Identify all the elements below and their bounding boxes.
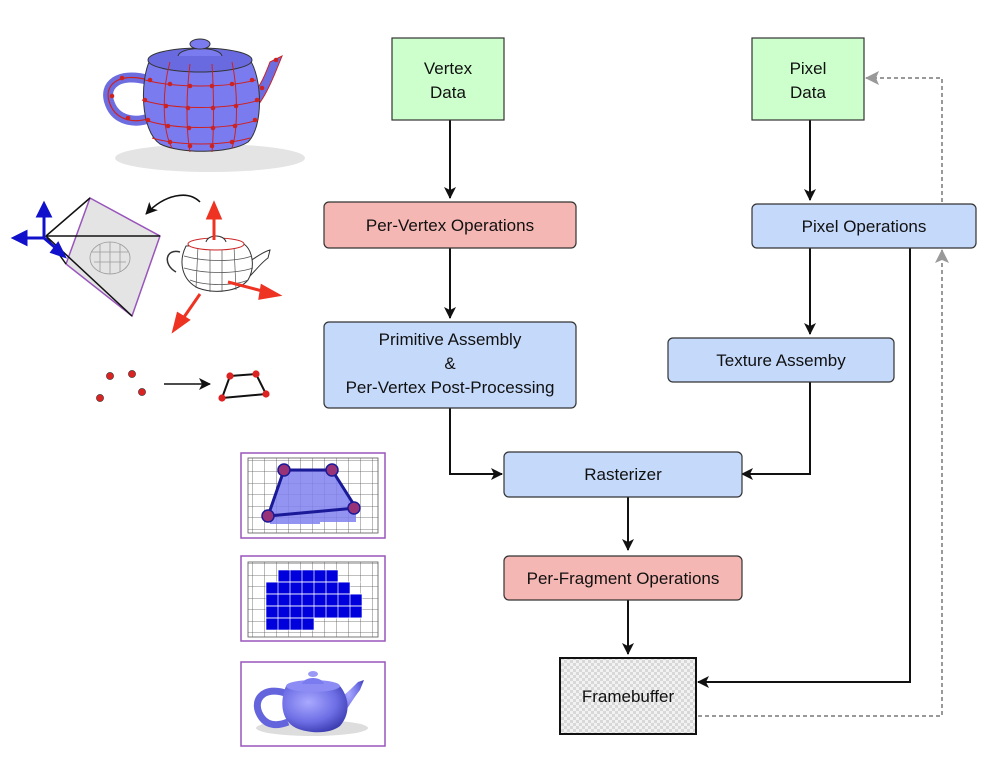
pixel-data-label-2: Data xyxy=(790,83,826,102)
pixel-operations-label: Pixel Operations xyxy=(802,217,927,236)
points-to-quad-icon xyxy=(96,370,270,402)
per-vertex-operations-node: Per-Vertex Operations xyxy=(323,201,577,249)
per-fragment-operations-node: Per-Fragment Operations xyxy=(503,555,743,601)
primitive-assembly-label-2: & xyxy=(444,354,456,373)
primitive-assembly-label-3: Per-Vertex Post-Processing xyxy=(346,378,555,397)
per-vertex-operations-label: Per-Vertex Operations xyxy=(366,216,534,235)
arrow-framebuffer-to-pixelops-feedback xyxy=(698,249,949,717)
teapot-wireframe-icon xyxy=(103,38,305,172)
arrow-primitive-to-rasterizer xyxy=(449,408,503,480)
shaded-teapot-icon xyxy=(240,661,386,747)
rasterization-grid-icon xyxy=(240,452,386,539)
vertex-data-label-2: Data xyxy=(430,83,466,102)
primitive-assembly-label-1: Primitive Assembly xyxy=(379,330,522,349)
arrow-pixelops-to-framebuffer xyxy=(697,248,911,688)
framebuffer-node: Framebuffer xyxy=(559,657,697,735)
pixel-data-label-1: Pixel xyxy=(790,59,827,78)
vertex-data-label-1: Vertex xyxy=(424,59,473,78)
connectors xyxy=(444,71,949,717)
per-fragment-operations-label: Per-Fragment Operations xyxy=(527,569,720,588)
pixel-operations-node: Pixel Operations xyxy=(751,203,977,249)
filled-pixels-grid-icon xyxy=(240,555,386,642)
pixel-data-node: Pixel Data xyxy=(751,37,865,121)
framebuffer-label: Framebuffer xyxy=(582,687,675,706)
arrow-texture-to-rasterizer xyxy=(741,382,811,480)
rasterizer-label: Rasterizer xyxy=(584,465,662,484)
rasterizer-node: Rasterizer xyxy=(503,451,743,498)
texture-assembly-node: Texture Assemby xyxy=(667,337,895,383)
texture-assembly-label: Texture Assemby xyxy=(716,351,846,370)
vertex-data-node: Vertex Data xyxy=(391,37,505,121)
arrow-feedback-to-pixeldata xyxy=(865,71,943,202)
primitive-assembly-node: Primitive Assembly & Per-Vertex Post-Pro… xyxy=(323,321,577,409)
camera-frustum-transform-icon xyxy=(10,194,283,334)
